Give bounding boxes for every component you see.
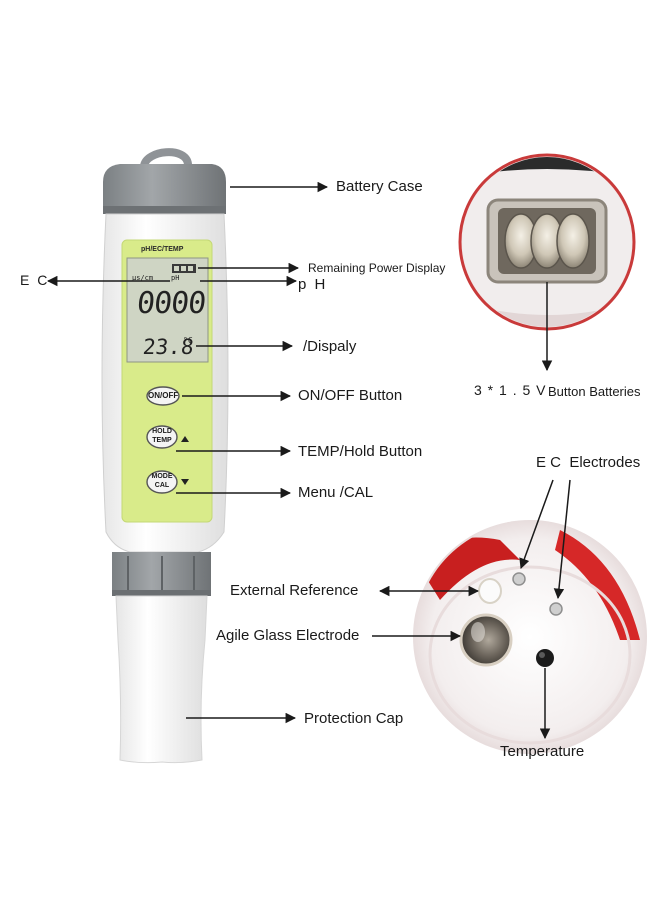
- protection-cap: [115, 595, 208, 764]
- temperature-label: Temperature: [500, 743, 585, 760]
- lcd-temp-unit: °C: [183, 336, 193, 345]
- cal-button-label[interactable]: CAL: [154, 482, 170, 489]
- batteries-label: 3 * 1 . 5 V: [474, 382, 547, 398]
- ec-electrodes-label: E C Electrodes: [536, 454, 641, 471]
- display-label: /Dispaly: [303, 338, 357, 355]
- ec-label: E C: [20, 272, 50, 288]
- mode-cal-button: [146, 470, 178, 494]
- remaining-power-label: Remaining Power Display: [308, 261, 446, 275]
- battery-cap: [103, 164, 226, 212]
- battery-case-label: Battery Case: [336, 178, 423, 195]
- hold-temp-button: [146, 425, 178, 449]
- lcd-unit-ec: µs/cm: [132, 274, 154, 282]
- button-battery-3: [556, 213, 590, 269]
- temperature-sensor: [536, 649, 554, 667]
- lcd-main-reading: 0000: [135, 286, 208, 321]
- lcd-unit-ph: pH: [171, 274, 180, 282]
- ec-electrode-1: [512, 572, 526, 586]
- mode-button-label[interactable]: MODE: [151, 473, 173, 480]
- batteries-suffix-label: Button Batteries: [548, 384, 641, 399]
- on-off-button: [146, 386, 180, 406]
- temp-button-label[interactable]: TEMP: [152, 437, 172, 444]
- hanging-loop: [140, 148, 192, 170]
- on-off-button-callout: ON/OFF Button: [298, 387, 403, 404]
- ec-electrode-2: [549, 602, 563, 616]
- protection-cap-label: Protection Cap: [304, 710, 404, 727]
- probe-inset: [413, 520, 647, 754]
- ph-meter: [101, 148, 229, 764]
- ph-label: p H: [298, 276, 328, 293]
- panel-title: pH/EC/TEMP: [141, 246, 184, 253]
- callout-arrows: [46, 181, 571, 740]
- glass-electrode-label: Agile Glass Electrode: [216, 627, 360, 644]
- battery-inset: [458, 153, 636, 331]
- menu-cal-callout: Menu /CAL: [298, 484, 374, 501]
- lcd-screen: [126, 257, 209, 363]
- glass-electrode: [459, 613, 513, 667]
- temp-hold-button-callout: TEMP/Hold Button: [298, 443, 423, 460]
- on-off-button-label[interactable]: ON/OFF: [148, 391, 179, 400]
- hold-button-label[interactable]: HOLD: [152, 428, 172, 435]
- external-reference-label: External Reference: [230, 582, 359, 599]
- external-reference-part: [478, 578, 502, 604]
